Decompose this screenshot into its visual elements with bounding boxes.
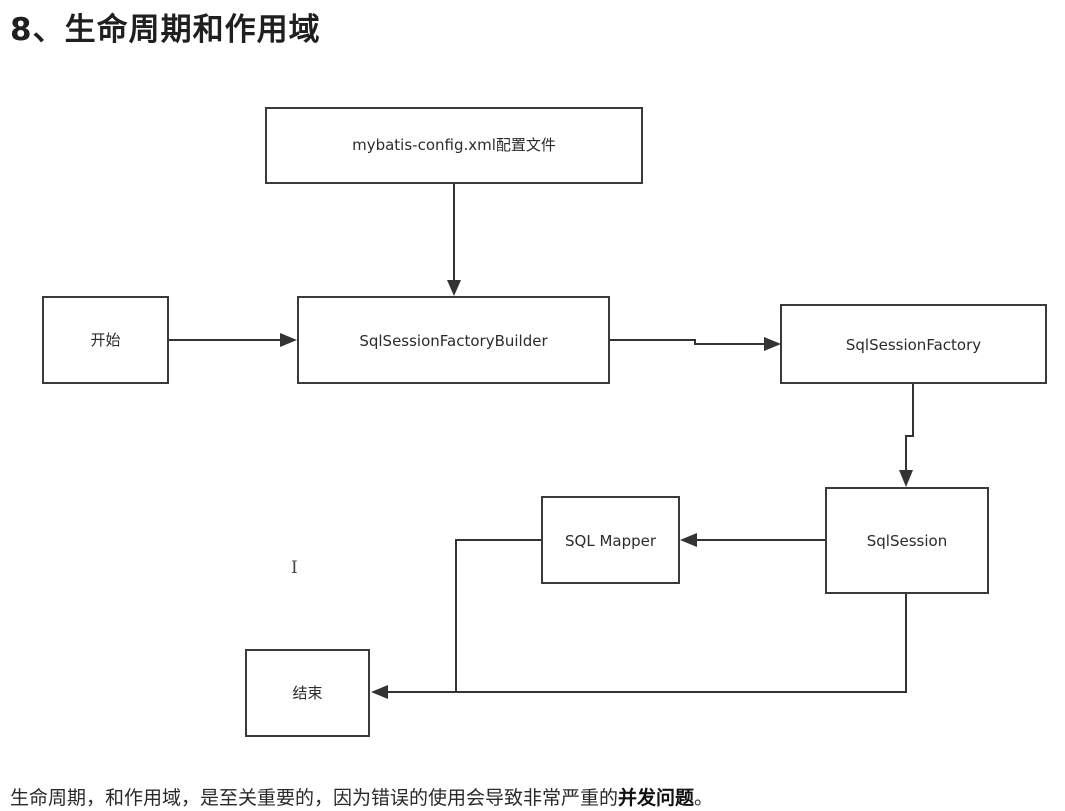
description-emphasis: 并发问题	[618, 787, 695, 809]
node-sqlsessionfactory-label: SqlSessionFactory	[846, 336, 981, 354]
edge-session-to-end	[371, 594, 907, 699]
node-sql-mapper: SQL Mapper	[541, 496, 680, 584]
description-suffix: 。	[694, 787, 714, 809]
edge-session-to-mapper	[680, 533, 825, 547]
edge-builder-to-factory	[610, 337, 781, 351]
description-paragraph: 生命周期，和作用域，是至关重要的，因为错误的使用会导致非常严重的并发问题。	[10, 783, 713, 810]
node-config-file-label: mybatis-config.xml配置文件	[352, 136, 556, 154]
edge-start-to-builder	[169, 333, 297, 347]
node-sqlsessionfactorybuilder-label: SqlSessionFactoryBuilder	[359, 332, 548, 350]
node-sqlsessionfactory: SqlSessionFactory	[780, 304, 1047, 384]
node-start-label: 开始	[90, 331, 120, 349]
node-start: 开始	[42, 296, 169, 384]
edge-mapper-to-end	[384, 539, 541, 693]
node-sql-mapper-label: SQL Mapper	[565, 532, 657, 550]
node-sqlsessionfactorybuilder: SqlSessionFactoryBuilder	[297, 296, 610, 384]
edge-factory-to-session	[899, 384, 914, 487]
text-cursor-icon: I	[291, 558, 298, 578]
node-config-file: mybatis-config.xml配置文件	[265, 107, 643, 184]
node-sqlsession: SqlSession	[825, 487, 989, 594]
page-title: 8、生命周期和作用域	[10, 12, 321, 48]
description-text: 生命周期，和作用域，是至关重要的，因为错误的使用会导致非常严重的	[10, 787, 619, 809]
node-end: 结束	[245, 649, 370, 737]
edge-config-to-builder	[447, 183, 461, 296]
node-end-label: 结束	[292, 684, 322, 702]
node-sqlsession-label: SqlSession	[867, 532, 947, 550]
